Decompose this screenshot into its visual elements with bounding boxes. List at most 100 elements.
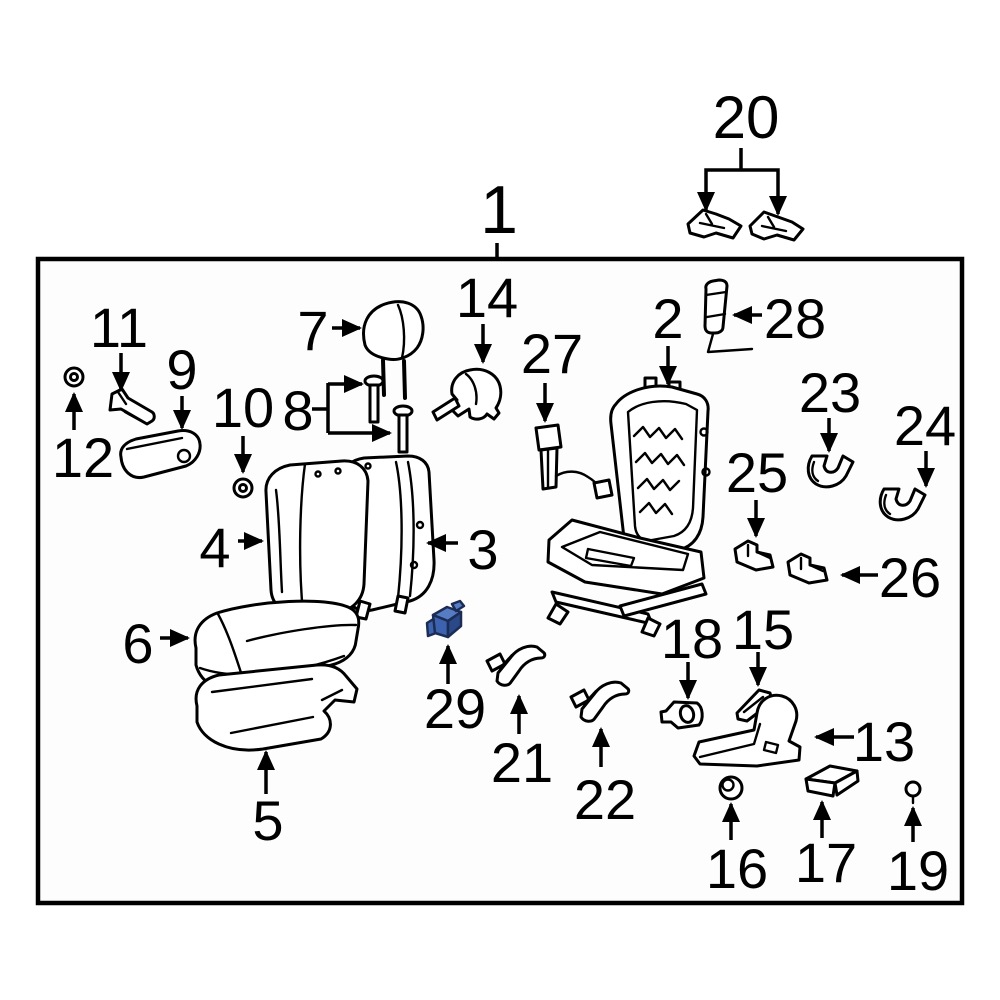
callout-26[interactable]: 26 [786, 546, 941, 609]
callout-14-label: 14 [456, 266, 518, 329]
callout-25[interactable]: 25 [726, 441, 788, 572]
callout-7[interactable]: 7 [297, 299, 425, 400]
part-23-hook-drawing [806, 454, 855, 489]
callout-8-bracket [312, 383, 330, 433]
part-26-bracket-drawing [786, 552, 829, 585]
callout-4-label: 4 [199, 516, 230, 579]
callout-19[interactable]: 19 [887, 780, 949, 902]
callout-20-label: 20 [713, 84, 780, 151]
part-10-grommet-hole [238, 483, 248, 493]
part-16-knob-inner [721, 778, 735, 792]
callout-17[interactable]: 17 [795, 764, 860, 894]
callout-12[interactable]: 12 [52, 366, 114, 489]
part-16-knob-drawing [718, 775, 744, 801]
callout-24-label: 24 [894, 394, 956, 457]
callout-13-label: 13 [853, 710, 915, 773]
callout-9-label: 9 [166, 338, 197, 401]
callout-16[interactable]: 16 [706, 775, 768, 900]
callout-12-label: 12 [52, 426, 114, 489]
part-29-clip-side [446, 610, 463, 639]
part-7-headrest-prongs [381, 358, 407, 400]
callout-4[interactable]: 4 [199, 459, 370, 616]
part-28-cylinder-drawing [703, 278, 729, 335]
callout-27-label: 27 [521, 322, 583, 385]
callout-9[interactable]: 9 [119, 338, 202, 480]
part-9-armrest-seam [125, 436, 184, 451]
part-28-cylinder-tail [706, 332, 754, 354]
callout-27[interactable]: 27 [521, 322, 614, 500]
part-24-hook-drawing [878, 487, 927, 522]
part-25-bracket-detail [746, 543, 772, 560]
part-21-hook-drawing [495, 644, 547, 687]
part-2-frame-hole-1 [699, 427, 709, 437]
callout-18[interactable]: 18 [659, 607, 723, 730]
part-3-panel-hole-1 [415, 520, 425, 530]
part-12-grommet-hole [69, 372, 79, 382]
callout-1[interactable]: 1 [480, 172, 518, 259]
callout-20-arrow-right [741, 168, 787, 216]
callout-23[interactable]: 23 [799, 361, 861, 489]
part-20a-clip-drawing [686, 208, 743, 240]
callout-20[interactable]: 20 [686, 84, 805, 242]
callout-15-label: 15 [732, 598, 794, 661]
callout-29[interactable]: 29 [424, 599, 486, 740]
part-20a-clip-detail [698, 212, 726, 230]
part-23-hook-detail [811, 460, 820, 483]
part-3-panel-hole-2 [409, 560, 419, 570]
part-28-cylinder-bands [704, 290, 728, 319]
part-8b-pin-shaft [397, 413, 409, 454]
callout-8[interactable]: 8 [282, 374, 414, 454]
part-9-armrest-hole [176, 448, 192, 464]
part-13-shield-detail [698, 722, 780, 759]
part-5-pad-detail [210, 677, 344, 735]
callout-26-label: 26 [879, 546, 941, 609]
callout-22[interactable]: 22 [569, 680, 636, 831]
callout-5-label: 5 [252, 789, 283, 852]
part-21-hook-detail [498, 653, 514, 670]
part-18-bracket-hole [678, 704, 696, 724]
part-3-panel-dot-1 [364, 462, 372, 470]
callout-2-label: 2 [652, 287, 683, 350]
part-17-cover-side [833, 769, 860, 797]
callout-18-label: 18 [661, 607, 723, 670]
callout-11-label: 11 [90, 296, 148, 359]
part-29-clip-lip [450, 599, 466, 613]
callout-13[interactable]: 13 [692, 693, 915, 773]
part-4-cushion-seams [274, 462, 307, 615]
part-2-baseframe-inner [560, 530, 690, 572]
part-24-hook-detail [883, 493, 892, 516]
callout-3-label: 3 [467, 518, 498, 581]
part-20b-clip-detail [760, 215, 788, 233]
callout-21-label: 21 [491, 731, 553, 794]
part-17-cover-front [804, 777, 837, 798]
part-26-bracket-detail [799, 556, 825, 573]
callout-19-label: 19 [887, 839, 949, 902]
callout-1-label: 1 [480, 172, 518, 248]
callout-24[interactable]: 24 [878, 394, 956, 522]
callout-7-label: 7 [297, 299, 328, 362]
callout-14[interactable]: 14 [431, 266, 518, 422]
callout-17-label: 17 [795, 831, 857, 894]
part-2-frame-springs [632, 425, 686, 516]
callout-2[interactable]: 2 [546, 287, 711, 638]
callout-10[interactable]: 10 [212, 376, 274, 499]
part-5-pad-drawing [194, 663, 359, 752]
callout-11[interactable]: 11 [90, 296, 156, 426]
callout-15[interactable]: 15 [732, 598, 794, 723]
callout-28[interactable]: 28 [703, 278, 826, 354]
part-25-bracket-drawing [733, 539, 775, 572]
part-2-frame-feet [546, 602, 662, 638]
part-14-bracket-detail [464, 372, 478, 406]
callout-10-label: 10 [212, 376, 274, 439]
part-20b-clip-drawing [748, 210, 805, 242]
part-9-armrest-drawing [119, 429, 202, 480]
part-13-shield-drawing [692, 693, 802, 768]
callout-21[interactable]: 21 [485, 644, 553, 794]
callout-29-label: 29 [424, 677, 486, 740]
callout-20-arrow-left [697, 168, 741, 212]
callout-5[interactable]: 5 [194, 663, 359, 852]
part-19-ball-drawing [904, 780, 922, 798]
part-3-panel-channel [394, 460, 415, 600]
